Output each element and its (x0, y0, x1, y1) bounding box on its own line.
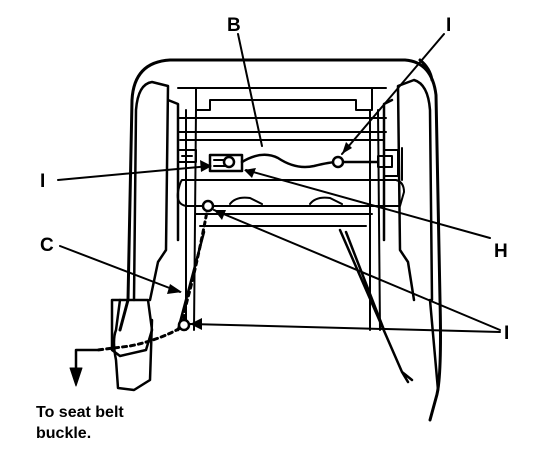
leader-lines (57, 33, 501, 333)
cable-c (96, 204, 210, 352)
bottom-left-bracket (110, 298, 154, 358)
arrowhead-i-bottom-1 (214, 210, 226, 220)
callout-b: B (227, 15, 241, 36)
leader-i-top (341, 33, 445, 155)
right-hinge (383, 147, 403, 181)
right-connector (377, 155, 393, 168)
callout-i-bottom: I (504, 323, 510, 344)
left-bolster (132, 80, 180, 302)
cross-member-slots (229, 196, 343, 205)
leader-i-left (57, 165, 211, 181)
clip-middle (201, 199, 215, 213)
leader-b (237, 33, 263, 147)
arrowhead-i-top (342, 142, 352, 154)
arrowhead-c (167, 284, 182, 294)
harness-b (240, 153, 380, 169)
arrowhead-i-left (200, 160, 212, 172)
cross-member-middle (176, 179, 405, 207)
leader-i-bottom-1 (213, 209, 501, 331)
buckle-arrow (69, 367, 83, 387)
cross-member-upper (177, 117, 387, 141)
clip-left (222, 155, 236, 169)
right-bolster (382, 78, 434, 302)
clip-lower (177, 318, 191, 332)
leader-c (59, 245, 181, 293)
arrowhead-h (244, 168, 256, 178)
callout-i-left: I (40, 171, 46, 192)
arrowheads (167, 142, 352, 330)
callout-i-top: I (446, 15, 452, 36)
clip-right (331, 155, 345, 169)
left-hinge (177, 149, 197, 163)
leader-h (245, 169, 491, 239)
cable-to-buckle (74, 348, 100, 372)
top-panel (177, 87, 387, 111)
callout-c: C (40, 235, 54, 256)
inner-rail-left (185, 109, 197, 331)
callout-h: H (494, 241, 508, 262)
arrowhead-i-bottom-2 (190, 318, 202, 330)
buckle-note: To seat belt buckle. (36, 404, 124, 442)
leader-i-bottom-2 (189, 323, 501, 333)
